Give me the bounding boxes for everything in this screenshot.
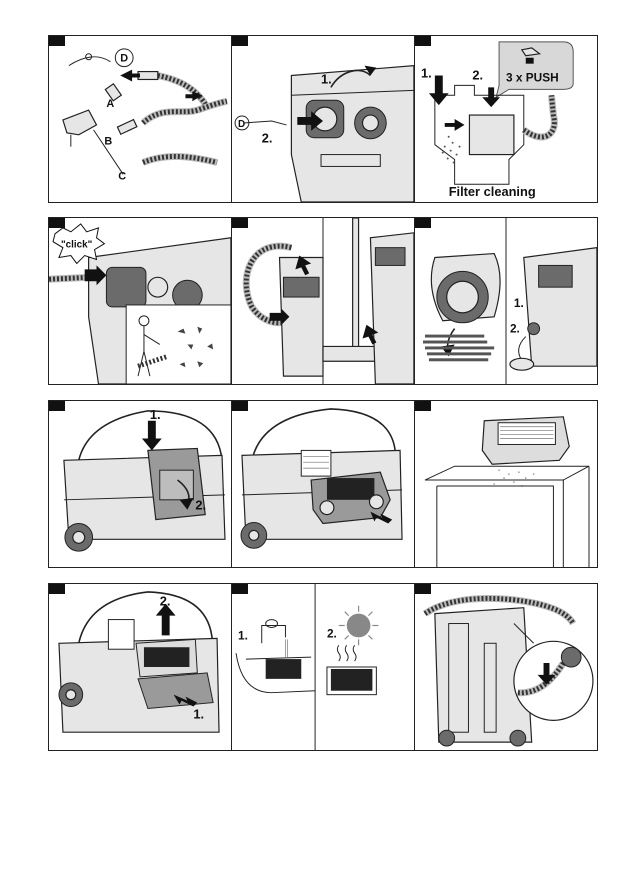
step-1-label: 1. (321, 71, 332, 86)
panel-number-tab (415, 36, 431, 46)
panel-7-open-filter-cover: 1. 2. (48, 400, 232, 568)
panel-4-click-hose: "click" (48, 217, 232, 385)
step-2-label: 2. (262, 131, 273, 146)
panel-9-knock-out-filter (414, 400, 598, 568)
label-a: A (106, 98, 114, 110)
step-2-label: 2. (195, 498, 206, 513)
step-2-label: 2. (510, 322, 520, 336)
inset-blowing-illustration (125, 304, 231, 384)
floor-nozzle-illustration (242, 218, 414, 384)
hose-storage-illustration (423, 595, 594, 747)
panel-number-tab (415, 218, 431, 228)
panel-5-floor-nozzle (231, 217, 415, 385)
click-burst-icon (52, 223, 106, 265)
lift-filter-illustration: 2. 1. (58, 591, 220, 733)
empty-container-illustration: 1. 2. (423, 218, 597, 384)
panel-10-lift-filter: 2. 1. (48, 583, 232, 751)
label-c: C (118, 170, 126, 182)
label-b: B (104, 136, 112, 148)
panel-number-tab (415, 584, 431, 594)
panel-number-tab (49, 36, 65, 46)
wash-dry-filter-illustration: 1. 2. (235, 584, 379, 750)
panel-number-tab (232, 36, 248, 46)
filter-cleaning-caption: Filter cleaning (449, 184, 536, 199)
panel-2-attach-adapter: 1. 2. D (231, 35, 415, 203)
panel-number-tab (49, 401, 65, 411)
panel-number-tab (49, 218, 65, 228)
vacuum-socket-illustration: 1. 2. D (234, 65, 414, 202)
step-1-label: 1. (150, 407, 161, 422)
label-d-circle (114, 48, 134, 68)
knock-out-filter-illustration (424, 416, 590, 567)
panel-number-tab (232, 401, 248, 411)
panel-number-tab (415, 401, 431, 411)
panel-number-tab (232, 218, 248, 228)
panel-8-remove-filter (231, 400, 415, 568)
filter-cleaning-illustration: 3 x PUSH 1. 2. Filter cleaning (421, 41, 574, 199)
label-d: D (120, 53, 128, 65)
step-2-label: 2. (472, 67, 483, 82)
step-1-label: 1. (193, 706, 204, 721)
remove-filter-illustration (240, 408, 403, 549)
hand-press-icon (520, 47, 542, 57)
label-d: D (238, 119, 245, 130)
hose-adapter-illustration: D A B C (62, 48, 228, 182)
step-1-label: 1. (514, 296, 524, 310)
filter-cover-illustration: 1. 2. (63, 407, 226, 552)
click-label: "click" (61, 240, 93, 251)
panel-number-tab (232, 584, 248, 594)
panel-number-tab (49, 584, 65, 594)
panel-1-hose-adapters: D A B C (48, 35, 232, 203)
push-callout (495, 41, 574, 99)
panel-11-wash-and-dry-filter: 1. 2. (231, 583, 415, 751)
panel-6-empty-container: 1. 2. (414, 217, 598, 385)
step-2-label: 2. (327, 626, 337, 640)
panel-3-filter-cleaning: 3 x PUSH 1. 2. Filter cleaning (414, 35, 598, 203)
step-1-label: 1. (421, 66, 432, 81)
sun-icon (346, 613, 371, 638)
step-1-label: 1. (238, 628, 248, 642)
hose-click-illustration: "click" (49, 223, 231, 384)
step-2-label: 2. (160, 594, 171, 609)
panel-12-hose-storage (414, 583, 598, 751)
button-icon (525, 57, 534, 64)
push-label: 3 x PUSH (506, 70, 559, 84)
heat-waves-icon (336, 644, 341, 662)
